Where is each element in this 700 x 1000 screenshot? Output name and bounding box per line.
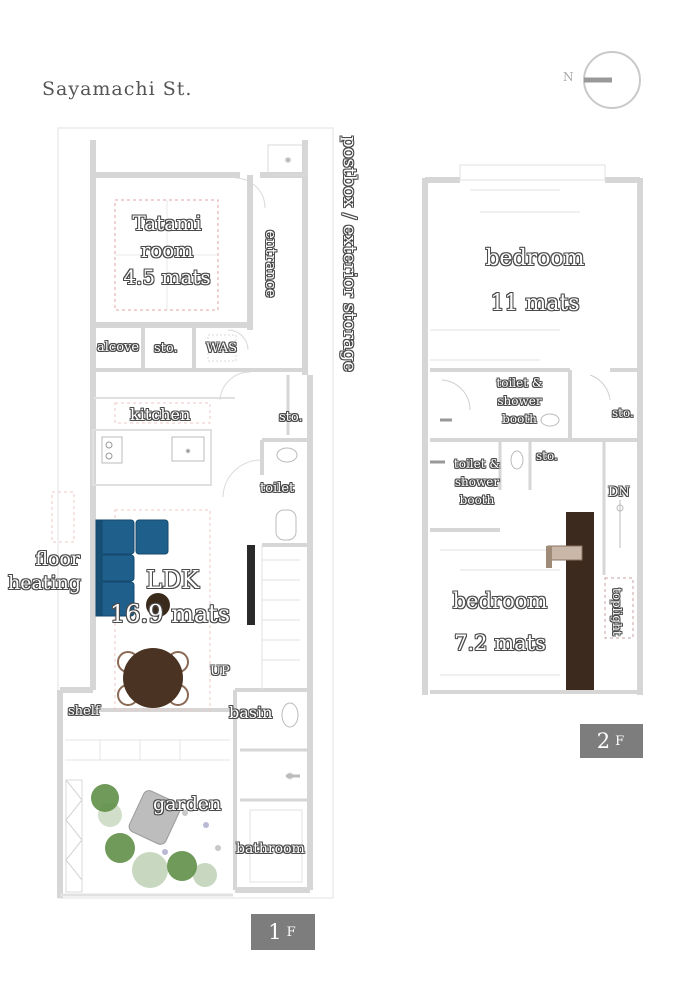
entrance-door-swing	[234, 177, 266, 209]
garden-fence	[65, 779, 83, 893]
compass-icon	[583, 51, 641, 109]
compass-north-label: N	[563, 70, 574, 84]
toilet-shower-booth-label-a: toilet & shower booth	[482, 374, 557, 428]
toplight-label: toplight	[610, 588, 624, 636]
floor-1-num: 1	[268, 920, 284, 944]
garden-plants-icon	[91, 784, 221, 888]
garden-label: garden	[153, 793, 222, 815]
bedroom-7-line2: 7.2 mats	[454, 631, 546, 655]
shelf-label: shelf	[68, 704, 100, 719]
toilet-label: toilet	[260, 481, 295, 496]
bedroom-7-label: bedroom 7.2 mats	[440, 580, 560, 664]
storage-label-1: sto.	[154, 341, 178, 356]
tatami-line2: room	[140, 238, 194, 262]
tv-icon	[247, 545, 255, 625]
tsb-b-line3: booth	[459, 493, 495, 507]
stairs-down-label: DN	[608, 485, 630, 500]
tatami-line1: Tatami	[132, 211, 202, 235]
tsb-a-line3: booth	[502, 412, 537, 426]
ldk-label: LDK 16.9 mats	[110, 563, 240, 631]
stairs-1f	[261, 545, 300, 690]
floor-heating-line2: heating	[8, 572, 81, 594]
toplight-outline	[604, 577, 634, 639]
tatami-room-label: Tatami room 4.5 mats	[112, 210, 222, 291]
stairs-up-label: UP	[210, 664, 230, 679]
bathroom-label: bathroom	[236, 841, 305, 857]
desk-icon	[547, 545, 583, 561]
dining-table-icon	[117, 593, 189, 708]
toilet-shower-booth-label-b: toilet & shower booth	[442, 455, 512, 509]
street-name: Sayamachi St.	[42, 78, 193, 100]
tsb-a-line1: toilet &	[496, 376, 543, 390]
basin-label: basin	[229, 703, 273, 722]
floor1-plan	[57, 127, 334, 899]
floor-heating-line1: floor	[35, 548, 80, 570]
tsb-b-line1: toilet &	[453, 457, 501, 471]
alcove-label: alcove	[97, 340, 140, 355]
was-label: WAS	[206, 341, 238, 356]
sofa-icon	[95, 519, 169, 617]
storage-label-2: sto.	[279, 410, 303, 425]
ldk-dashed-outline	[114, 509, 211, 711]
entrance-label: entrance	[262, 230, 280, 298]
floor-heating-label: floor heating	[8, 547, 81, 595]
ldk-line2: 16.9 mats	[110, 600, 231, 628]
floor-2-suffix: F	[615, 733, 627, 749]
floor2-plan	[422, 177, 643, 695]
bedroom-11-label: bedroom 11 mats	[470, 236, 600, 326]
bedroom-7-line1: bedroom	[452, 589, 548, 613]
storage-label-a: sto.	[612, 406, 634, 420]
tatami-line3: 4.5 mats	[123, 265, 211, 289]
kitchen-label: kitchen	[130, 405, 191, 424]
tsb-a-line2: shower	[497, 394, 542, 408]
storage-label-b: sto.	[536, 449, 558, 463]
postbox-storage-label: postbox / exterior storage	[339, 136, 360, 372]
floor-2-num: 2	[596, 729, 613, 753]
stair-dark-icon	[566, 512, 594, 690]
floor-1-suffix: F	[286, 924, 298, 940]
floor-heating-outline	[51, 491, 75, 543]
ldk-line1: LDK	[146, 566, 200, 594]
tsb-b-line2: shower	[454, 475, 500, 489]
bedroom-11-line2: 11 mats	[490, 291, 580, 316]
bedroom-11-line1: bedroom	[485, 246, 585, 271]
